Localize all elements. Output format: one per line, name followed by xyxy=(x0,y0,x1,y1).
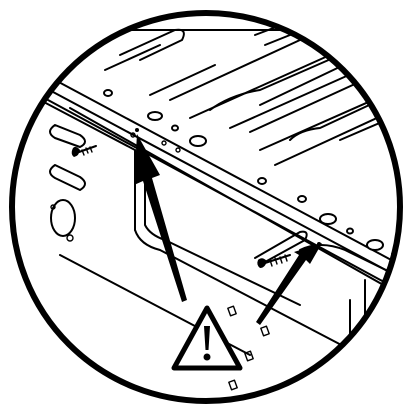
mounting-rail xyxy=(39,71,400,301)
left-hole-marker xyxy=(135,128,139,132)
right-hole-marker xyxy=(317,242,321,246)
screw-right-icon xyxy=(257,254,291,268)
arrow-to-right-hole xyxy=(256,243,322,325)
screw-left-icon xyxy=(71,145,97,157)
chassis-back-panel xyxy=(39,17,400,166)
warning-triangle-icon xyxy=(171,305,243,371)
arrow-to-left-hole xyxy=(134,134,187,302)
callout-circle-border xyxy=(9,10,403,404)
front-bracket xyxy=(59,149,391,391)
